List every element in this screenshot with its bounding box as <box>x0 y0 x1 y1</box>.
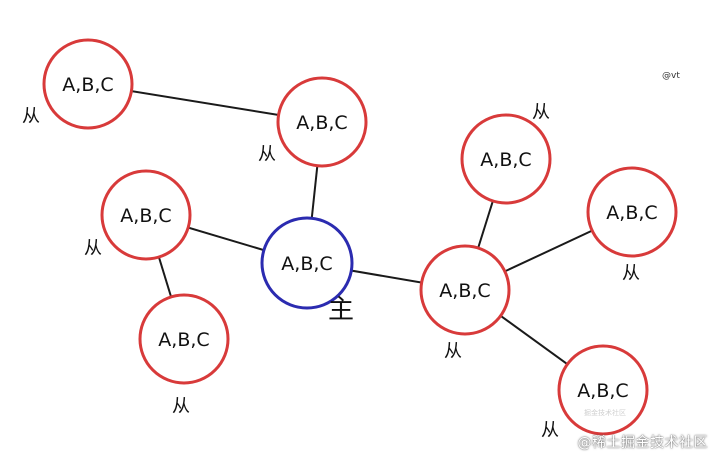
node-n9: A,B,C 从 <box>541 344 649 441</box>
node-label-n3: A,B,C <box>120 205 171 227</box>
node-n1: A,B,C 从 <box>22 38 134 130</box>
node-circle-n8 <box>586 166 678 258</box>
role-label-n4: 主 <box>328 295 354 325</box>
node-circle-n6 <box>419 244 511 336</box>
node-label-n1: A,B,C <box>62 74 113 96</box>
node-circle-n5 <box>138 293 230 385</box>
node-n8: A,B,C 从 <box>586 166 678 284</box>
role-label-n7: 从 <box>532 102 550 123</box>
node-label-n6: A,B,C <box>439 280 490 302</box>
node-n2: A,B,C 从 <box>258 76 368 168</box>
role-label-n8: 从 <box>622 263 640 284</box>
node-n7: A,B,C 从 <box>460 102 552 205</box>
node-n5: A,B,C 从 <box>138 293 230 417</box>
node-circle-n3 <box>100 169 192 261</box>
role-label-n9: 从 <box>541 420 559 441</box>
node-label-n8: A,B,C <box>606 202 657 224</box>
node-circle-n1 <box>42 38 134 130</box>
role-label-n1: 从 <box>22 106 40 127</box>
corner-mark: @vt <box>662 71 680 81</box>
watermark-faint: 掘金技术社区 <box>584 409 626 417</box>
role-label-n6: 从 <box>444 341 462 362</box>
node-n4: A,B,C 主 <box>260 216 354 325</box>
node-circle-n2 <box>276 76 368 168</box>
node-label-n2: A,B,C <box>296 112 347 134</box>
node-circle-n9 <box>557 344 649 436</box>
watermark: @稀土掘金技术社区 <box>577 435 708 451</box>
node-label-n7: A,B,C <box>480 149 531 171</box>
node-n6: A,B,C 从 <box>419 244 511 362</box>
node-n3: A,B,C 从 <box>84 169 192 261</box>
node-circle-n4 <box>260 216 354 310</box>
role-label-n5: 从 <box>172 396 190 417</box>
node-circle-n7 <box>460 113 552 205</box>
node-label-n5: A,B,C <box>158 329 209 351</box>
node-label-n9: A,B,C <box>577 380 628 402</box>
role-label-n2: 从 <box>258 144 276 165</box>
role-label-n3: 从 <box>84 238 102 259</box>
node-label-n4: A,B,C <box>281 253 332 275</box>
